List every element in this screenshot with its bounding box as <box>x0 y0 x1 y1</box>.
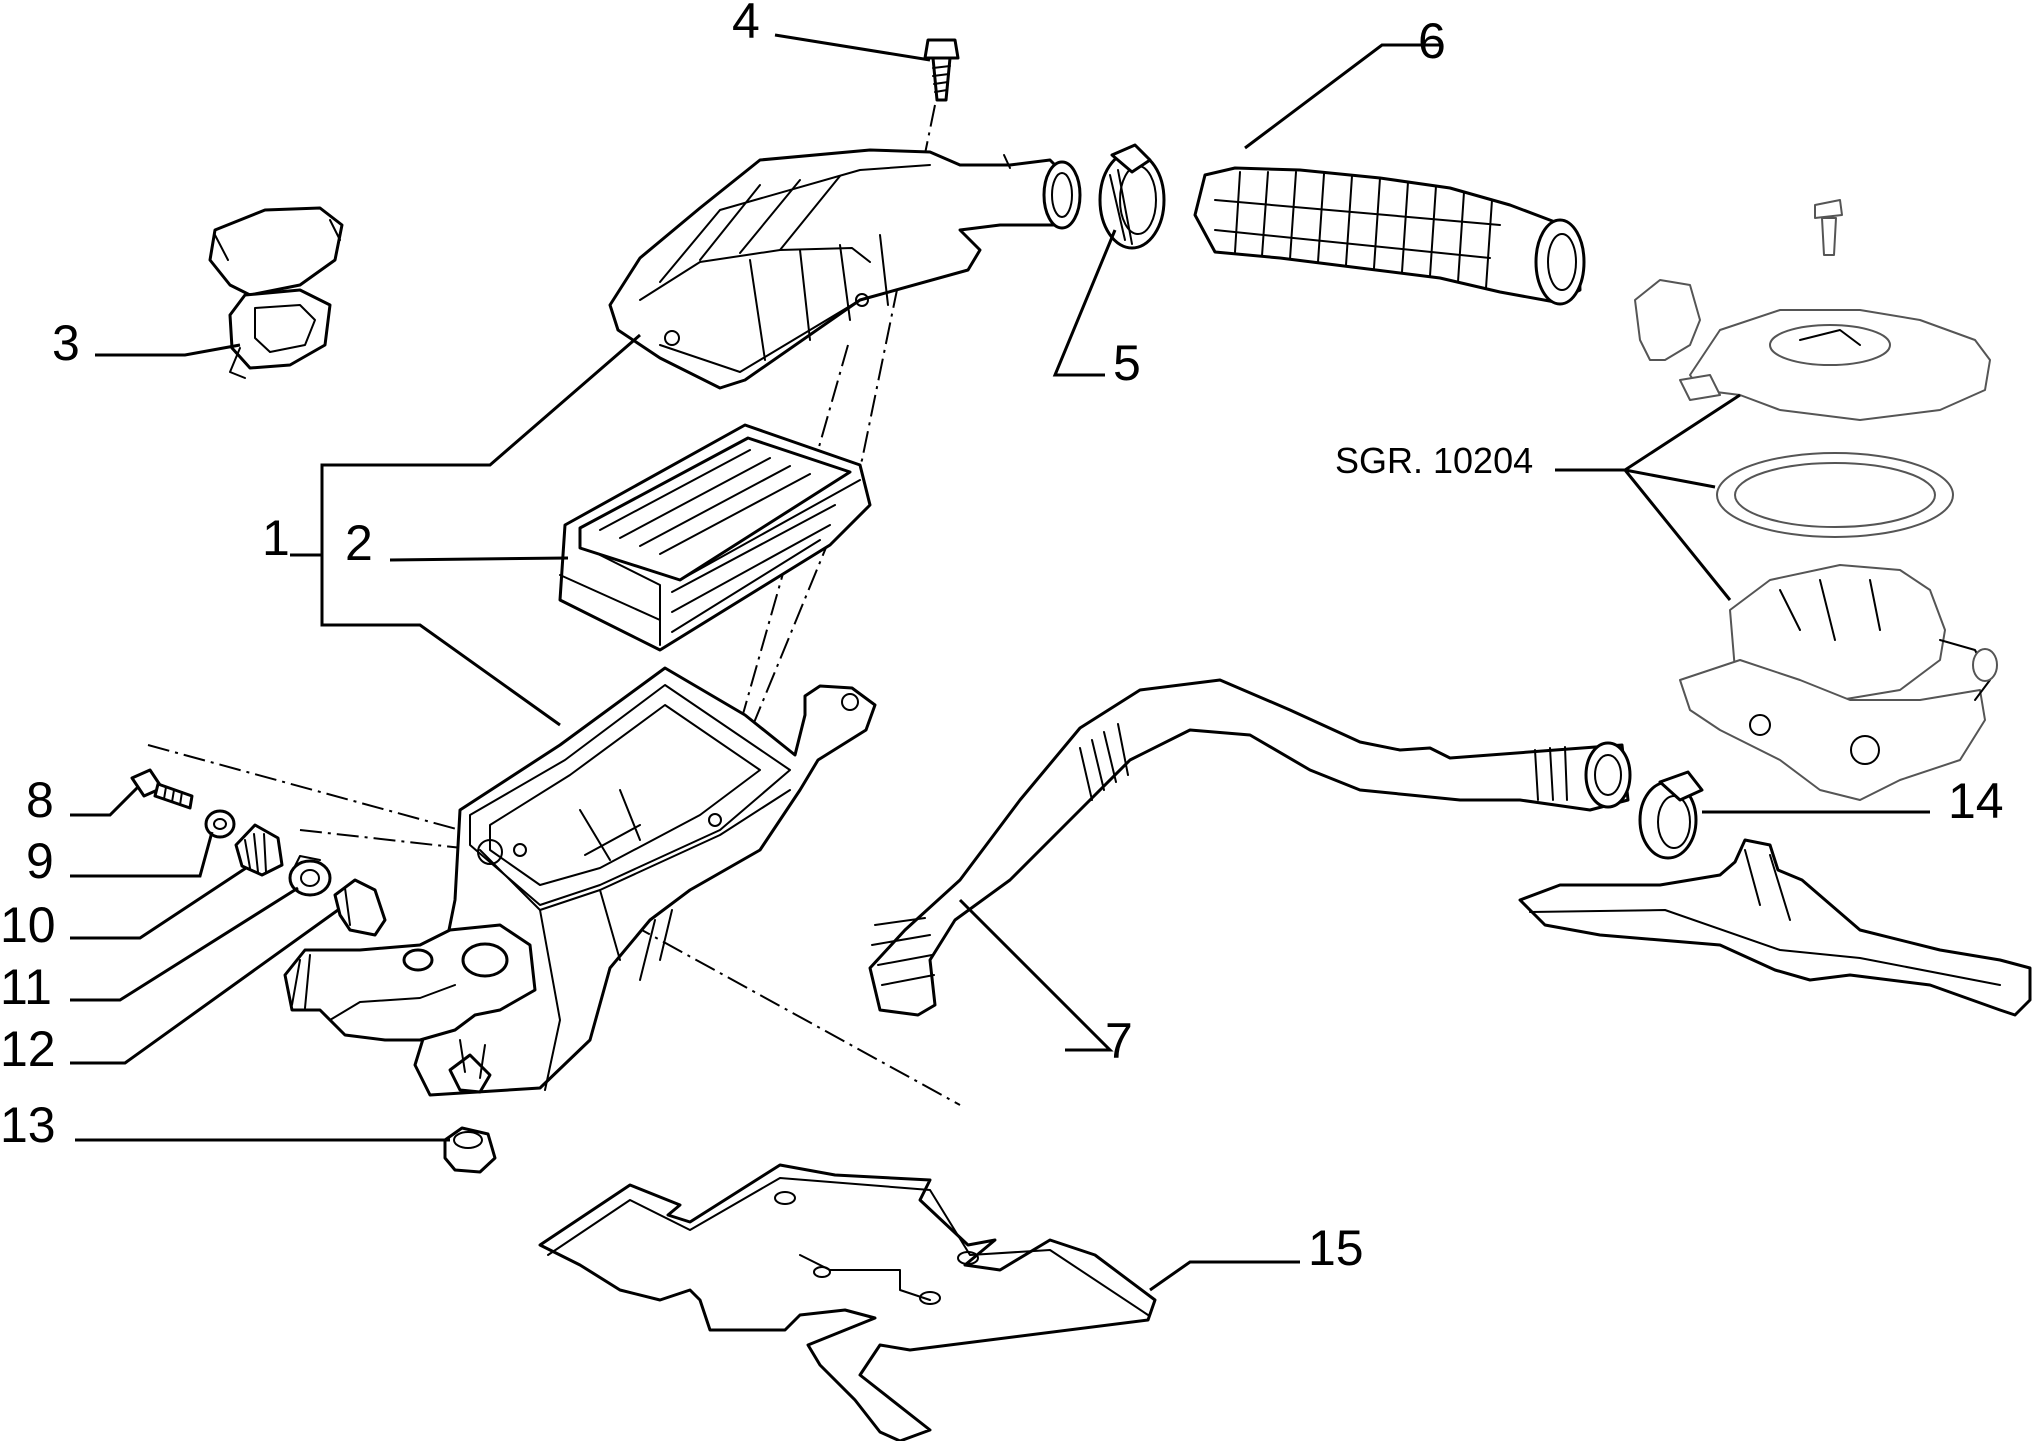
part-3-clip <box>208 206 344 379</box>
part-7-hose <box>868 678 1632 1017</box>
leader-lines <box>70 33 1930 1292</box>
callout-3: 3 <box>52 315 80 371</box>
part-10-grommet <box>234 823 284 877</box>
part-9-washer <box>204 809 236 839</box>
callout-14: 14 <box>1948 773 2004 829</box>
part-12-air-duct <box>283 923 537 1094</box>
part-13-grommet <box>443 1126 497 1174</box>
callout-4: 4 <box>732 0 760 49</box>
reference-label: SGR. 10204 <box>1335 440 1533 481</box>
part-12-retainer <box>333 878 387 937</box>
callout-15: 15 <box>1308 1220 1364 1276</box>
callout-12: 12 <box>0 1021 56 1077</box>
callout-10: 10 <box>0 897 56 953</box>
part-6-intake-hose <box>1193 166 1586 306</box>
part-4-screw <box>923 38 960 102</box>
callout-9: 9 <box>26 833 54 889</box>
callout-13: 13 <box>0 1097 56 1153</box>
part-8-bolt <box>130 768 194 810</box>
callout-5: 5 <box>1113 335 1141 391</box>
callout-1: 1 <box>262 510 290 566</box>
part-14-hose-clamp <box>1638 770 1704 860</box>
part-11-plug <box>288 855 332 897</box>
reference-assembly <box>1634 199 1998 801</box>
callout-11: 11 <box>0 959 52 1015</box>
part-1-filter-housing <box>413 666 877 1097</box>
callout-7: 7 <box>1105 1013 1133 1069</box>
part-15-plate <box>538 1163 1157 1441</box>
callout-2: 2 <box>345 515 373 571</box>
part-1-filter-cover <box>608 148 1082 390</box>
support-bracket <box>1518 838 2032 1017</box>
callout-6: 6 <box>1418 13 1446 69</box>
part-2-filter-element <box>558 423 872 652</box>
callout-8: 8 <box>26 772 54 828</box>
part-5-hose-clamp <box>1098 143 1166 250</box>
